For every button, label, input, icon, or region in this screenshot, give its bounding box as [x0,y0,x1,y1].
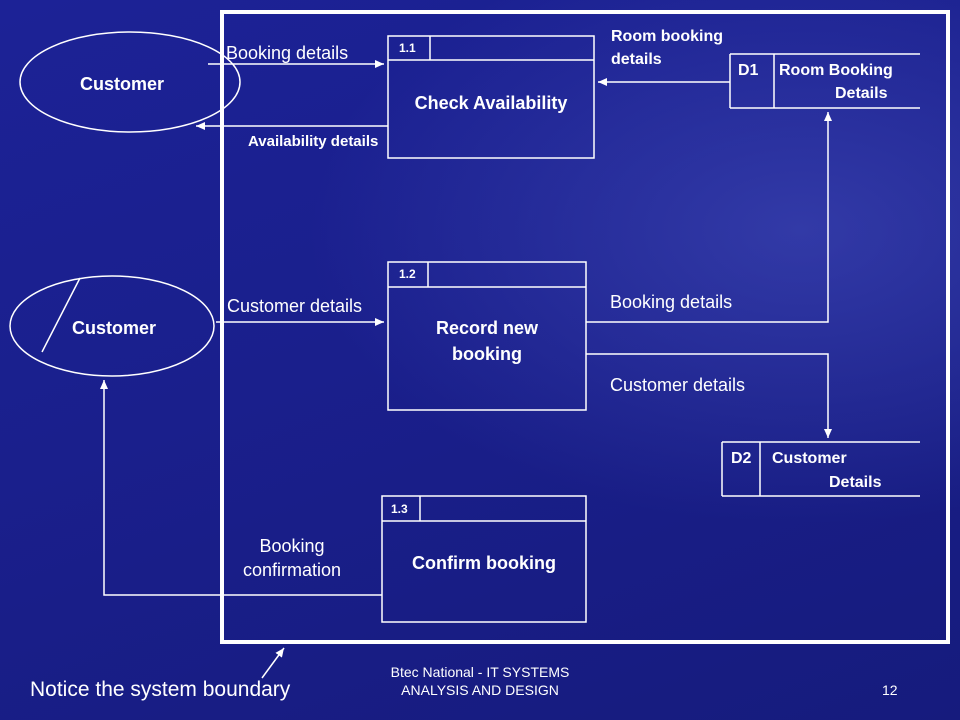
flow-availability-details-label: Availability details [248,133,379,150]
customer-entity-top-label: Customer [80,74,165,94]
flow-room-booking-details-label-line2: details [611,51,662,68]
annotation-pointer-arrow [261,647,285,679]
process-1-1-name: Check Availability [414,93,568,113]
system-boundary [220,10,950,644]
process-1-2-id: 1.2 [399,267,416,281]
flow-customer-details-in-label: Customer details [227,296,363,316]
system-boundary-note: Notice the system boundary [30,678,291,701]
data-store-d1-id: D1 [738,62,759,79]
data-store-d1-name-line1: Room Booking [779,62,893,79]
footer-course-line1: Btec National - IT SYSTEMS [390,664,570,680]
slide-number: 12 [882,682,898,698]
data-store-d2-shape [721,441,920,497]
flow-customer-details-out-arrow [586,353,832,438]
process-1-2-name-line2: booking [452,344,522,364]
footer-course-line2: ANALYSIS AND DESIGN [401,682,559,698]
data-store-d1-shape [729,53,920,109]
process-1-1-id: 1.1 [399,41,416,55]
flow-booking-confirmation-label-line2: confirmation [242,560,342,580]
data-store-d2-name-line2: Details [829,474,882,491]
flow-booking-confirmation-label-line1: Booking [259,536,325,556]
data-store-d2-name-line1: Customer [772,450,847,467]
flow-customer-details-out-label: Customer details [610,375,746,395]
process-1-1-shape [387,35,595,159]
process-1-2-name-line1: Record new [435,318,539,338]
flow-booking-details-out-label: Booking details [610,292,733,312]
customer-entity-mid-shape [9,275,215,377]
process-1-3-id: 1.3 [391,502,408,516]
data-store-d2-id: D2 [731,450,752,467]
flow-room-booking-details-label-line1: Room booking [611,28,723,45]
customer-entity-mid-label: Customer [72,318,157,338]
data-store-d1-name-line2: Details [835,85,888,102]
flow-booking-details-out-arrow [586,112,832,323]
duplicate-entity-mark [41,277,81,353]
process-1-3-name: Confirm booking [412,553,556,573]
flow-booking-confirmation-arrow [100,380,382,596]
process-1-3-shape [381,495,587,623]
customer-entity-top-shape [19,31,241,133]
flow-booking-details-label: Booking details [226,43,349,63]
process-1-2-shape [387,261,587,411]
